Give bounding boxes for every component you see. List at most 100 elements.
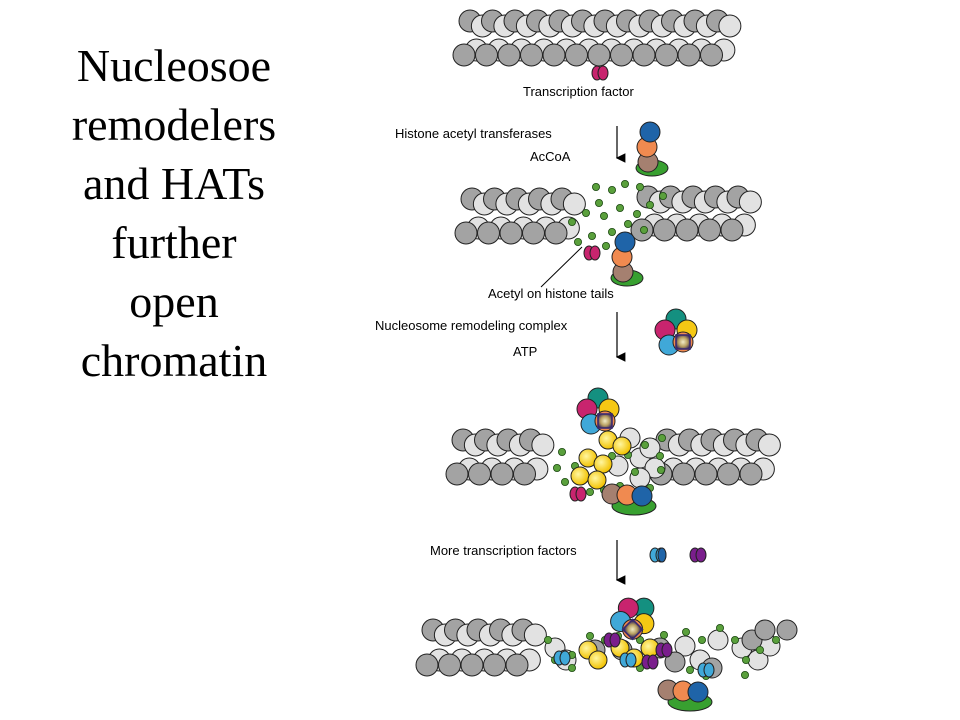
histone-bead (587, 43, 611, 67)
histone-bead (655, 43, 678, 67)
histone-bead (490, 462, 514, 486)
hat-blue-subunit (631, 485, 653, 507)
acetyl-dot (544, 636, 553, 645)
transcription-factor-blue (703, 662, 715, 678)
histone-bead (677, 43, 701, 67)
histone-bead (522, 221, 545, 245)
histone-bead (738, 190, 762, 214)
acetyl-dot (588, 231, 597, 240)
histone-bead (754, 619, 776, 641)
acetyl-dot (641, 440, 650, 449)
acetyl-dot (558, 447, 567, 456)
histone-bead (675, 218, 699, 242)
acetyl-dot (646, 200, 655, 209)
acetyl-dot (592, 182, 601, 191)
label-more-transcription-factors: More transcription factors (430, 543, 577, 558)
title-line: remodelers (71, 99, 277, 150)
acetyl-dot (756, 646, 765, 655)
acetyl-dot (657, 465, 666, 474)
remodeling-complex (576, 387, 620, 435)
acetyl-dot (631, 467, 640, 476)
title-line: and HATs (82, 158, 266, 209)
acetyl-dot (621, 179, 630, 188)
title-line: further (111, 217, 237, 268)
acetyl-dot (553, 463, 562, 472)
hat-blue-subunit (639, 121, 661, 143)
acetyl-dot (716, 624, 725, 633)
remodeling-complex (654, 308, 698, 356)
remodeled-nucleosome (593, 454, 613, 474)
histone-bead (531, 433, 555, 457)
acetyl-dot (660, 631, 669, 640)
histone-bead (694, 462, 718, 486)
histone-bead (674, 635, 696, 657)
acetyl-dot (686, 666, 695, 675)
histone-bead (483, 653, 506, 677)
transcription-factor-purple (647, 654, 659, 670)
histone-bead (700, 43, 723, 67)
remodeled-nucleosome (612, 436, 632, 456)
acetyl-dot (561, 477, 570, 486)
acetyl-dot (633, 209, 642, 218)
label-acetyl-on-histone-tails: Acetyl on histone tails (488, 286, 614, 301)
label-transcription-factor: Transcription factor (523, 84, 634, 99)
histone-bead (438, 653, 461, 677)
atp-square (675, 334, 691, 350)
transcription-factor (575, 486, 587, 502)
atp-square (621, 618, 644, 641)
histone-bead (672, 462, 695, 486)
acetyl-dot (595, 198, 604, 207)
histone-bead (497, 43, 521, 67)
histone-bead (477, 221, 500, 245)
acetyl-dot (624, 219, 633, 228)
hat-blue-subunit (614, 231, 636, 253)
hat-blue-subunit (687, 681, 709, 703)
histone-bead (562, 192, 586, 216)
histone-bead (523, 623, 547, 647)
label-accoa: AcCoA (530, 149, 571, 164)
histone-bead (513, 462, 536, 486)
histone-bead (445, 462, 469, 486)
histone-bead (757, 433, 781, 457)
histone-bead (739, 462, 763, 486)
acetyl-pointer-line (540, 246, 583, 288)
title-line: open (129, 276, 219, 327)
acetyl-dot (772, 636, 781, 645)
acetyl-dot (731, 636, 740, 645)
histone-bead (499, 221, 523, 245)
acetyl-dot (741, 671, 750, 680)
label-atp: ATP (513, 344, 537, 359)
transcription-factor-purple (661, 642, 673, 658)
title-line: Nucleosoe (76, 40, 272, 91)
remodeled-nucleosome (588, 650, 608, 670)
histone-bead (718, 14, 742, 38)
remodeler-teal-subunit (633, 597, 655, 619)
remodeled-nucleosome (570, 466, 590, 486)
protein-complexes (553, 65, 715, 712)
acetyl-dot (568, 217, 577, 226)
histone-bead (720, 218, 744, 242)
histone-bead (776, 619, 798, 641)
acetyl-dot (608, 451, 617, 460)
histone-bead (542, 43, 566, 67)
acetyl-dot (582, 208, 591, 217)
histone-bead (415, 653, 439, 677)
chromatin-fibers (415, 9, 798, 679)
atp-square (597, 413, 613, 429)
histone-bead (520, 43, 543, 67)
transcription-factor-blue (625, 652, 637, 668)
acetyl-dot (600, 211, 609, 220)
slide-title: Nucleosoe remodelers and HATs further op… (40, 36, 308, 390)
acetyl-dot (742, 656, 751, 665)
histone-bead (460, 653, 484, 677)
histone-bead (452, 43, 476, 67)
histone-bead (610, 43, 633, 67)
transcription-factor-purple (695, 547, 707, 563)
acetyl-dot (608, 185, 617, 194)
acetyl-dot (682, 628, 691, 637)
transcription-factor-purple (609, 632, 621, 648)
histone-bead (544, 221, 568, 245)
histone-bead (664, 651, 686, 673)
acetyl-dot (586, 487, 595, 496)
transcription-factor-blue (657, 547, 667, 563)
